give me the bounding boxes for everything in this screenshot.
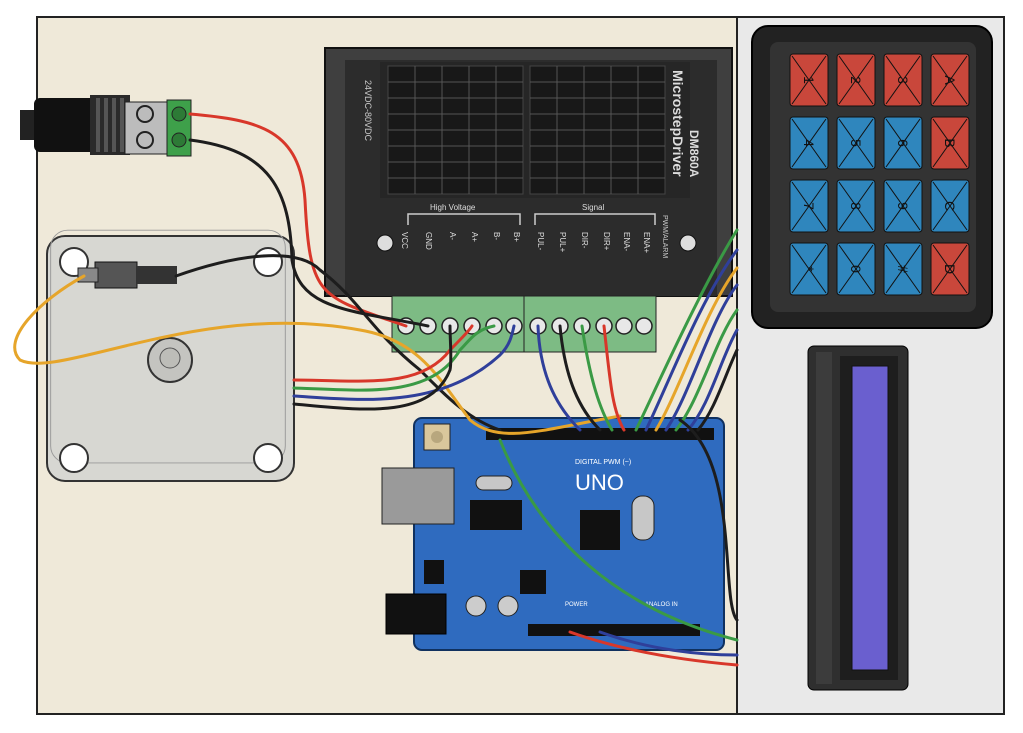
- sensor-wire-orange: [13, 274, 622, 435]
- power-pin-label: A-: [448, 232, 457, 240]
- keypad-key[interactable]: 3: [883, 53, 923, 107]
- arduino-analog-label: ANALOG IN: [645, 602, 678, 608]
- signal-pin-label: ENA+: [642, 232, 651, 253]
- keypad-key[interactable]: 2: [836, 53, 876, 107]
- keypad-key[interactable]: 7: [789, 179, 829, 233]
- signal-pin-label: ENA-: [622, 232, 631, 251]
- power-pin-label: B-: [492, 232, 501, 240]
- lcd-wire-black: [678, 418, 739, 622]
- signal-pin-label: DIR+: [602, 232, 611, 251]
- lcd-wire-blue: [598, 630, 739, 657]
- driver-model: DM860A: [687, 130, 701, 178]
- power-pin-label: B+: [512, 232, 521, 242]
- wire-bundle: [13, 112, 739, 667]
- keypad-key-label: B: [942, 138, 958, 147]
- motor-wire-black2: [292, 324, 453, 411]
- power-pin-label: A+: [470, 232, 479, 242]
- signal-pin-label: DIR-: [580, 232, 589, 249]
- keypad-key[interactable]: 6: [883, 116, 923, 170]
- driver-warn-label: PWM/ALARM: [661, 215, 668, 258]
- keypad-key-label: 3: [895, 76, 911, 84]
- keypad-key-label: A: [942, 75, 958, 85]
- lcd-display: [807, 345, 909, 691]
- keypad-key-label: 2: [848, 76, 864, 84]
- barrel-jack: [385, 593, 447, 635]
- keypad-key-label: *: [801, 266, 817, 272]
- keypad-key[interactable]: 5: [836, 116, 876, 170]
- driver-terminal-block: [391, 295, 657, 353]
- power-pin-labels: VCC GND A- A+ B- B+: [400, 232, 521, 250]
- stepper-driver: MicrostepDriver DM860A 24VDC-80VDC PWM/A…: [324, 47, 733, 297]
- keypad-key-label: 8: [848, 202, 864, 210]
- lcd-wire-green: [498, 438, 739, 642]
- keypad-key[interactable]: C: [930, 179, 970, 233]
- dc-power-jack: [20, 95, 192, 157]
- driver-group-signal: Signal: [582, 203, 604, 212]
- keypad-key-label: C: [942, 201, 958, 211]
- keypad-key[interactable]: #: [883, 242, 923, 296]
- keypad-key-label: #: [895, 265, 911, 273]
- keypad-key[interactable]: B: [930, 116, 970, 170]
- keypad-key[interactable]: D: [930, 242, 970, 296]
- keypad-key[interactable]: *: [789, 242, 829, 296]
- signal-pin-label: PUL+: [558, 232, 567, 253]
- power-pin-label: VCC: [400, 232, 409, 249]
- keypad-wire-6: [686, 328, 739, 432]
- power-pin-label: GND: [424, 232, 433, 250]
- keypad-key[interactable]: 4: [789, 116, 829, 170]
- usb-port: [381, 467, 455, 525]
- keypad-key-label: 0: [848, 265, 864, 273]
- stepper-motor: [46, 229, 295, 482]
- keypad-wire-7: [696, 348, 739, 432]
- keypad-wire-1: [634, 228, 739, 432]
- keypad-key-label: 4: [801, 139, 817, 147]
- keypad-key-label: D: [942, 264, 958, 274]
- keypad-key-label: 1: [801, 76, 817, 84]
- signal-wire-4: [602, 324, 626, 432]
- usb-chip: [470, 500, 522, 530]
- power-wire-red: [188, 112, 408, 328]
- arduino-board: UNO DIGITAL PWM (~) POWER ANALOG IN: [381, 417, 725, 651]
- keypad-wire-2: [644, 248, 739, 432]
- arduino-brand: UNO: [575, 470, 624, 495]
- analog-header: [528, 624, 700, 636]
- mount-screw-left: [376, 234, 394, 252]
- signal-wire-3: [580, 324, 614, 432]
- lcd-screen: [851, 365, 889, 671]
- keypad-key-label: 7: [801, 202, 817, 210]
- microcontroller-chip: [580, 510, 620, 550]
- keypad-wire-3: [654, 266, 739, 432]
- keypad: 1 2 3 A 4 5 6 B 7 8 9 C * 0 # D: [751, 25, 993, 329]
- keypad-key[interactable]: 9: [883, 179, 923, 233]
- signal-pin-labels: PUL- PUL+ DIR- DIR+ ENA- ENA+: [536, 232, 651, 253]
- keypad-key[interactable]: 8: [836, 179, 876, 233]
- signal-wire-2: [558, 324, 602, 432]
- sensor-connector: [77, 261, 177, 289]
- keypad-key-label: 5: [848, 139, 864, 147]
- driver-group-power: High Voltage: [430, 203, 476, 212]
- driver-title: MicrostepDriver: [670, 70, 686, 177]
- motor-wire-blue: [292, 324, 516, 401]
- driver-side-label: 24VDC-80VDC: [363, 80, 373, 142]
- keypad-key[interactable]: 1: [789, 53, 829, 107]
- arduino-digital-label: DIGITAL PWM (~): [575, 459, 631, 466]
- motor-wire-green: [292, 324, 496, 392]
- motor-wire-red: [292, 324, 474, 383]
- keypad-wire-4: [664, 283, 739, 432]
- keypad-key-label: 6: [895, 139, 911, 147]
- signal-pin-label: PUL-: [536, 232, 545, 251]
- keypad-key[interactable]: 0: [836, 242, 876, 296]
- keypad-key-label: 9: [895, 202, 911, 210]
- keypad-wire-5: [674, 308, 739, 432]
- motor-wire-black: [174, 254, 502, 432]
- arduino-power-label: POWER: [565, 602, 588, 608]
- keypad-key[interactable]: A: [930, 53, 970, 107]
- lcd-wire-red: [568, 630, 739, 667]
- signal-wire-1: [536, 324, 582, 432]
- mount-screw-right: [679, 234, 697, 252]
